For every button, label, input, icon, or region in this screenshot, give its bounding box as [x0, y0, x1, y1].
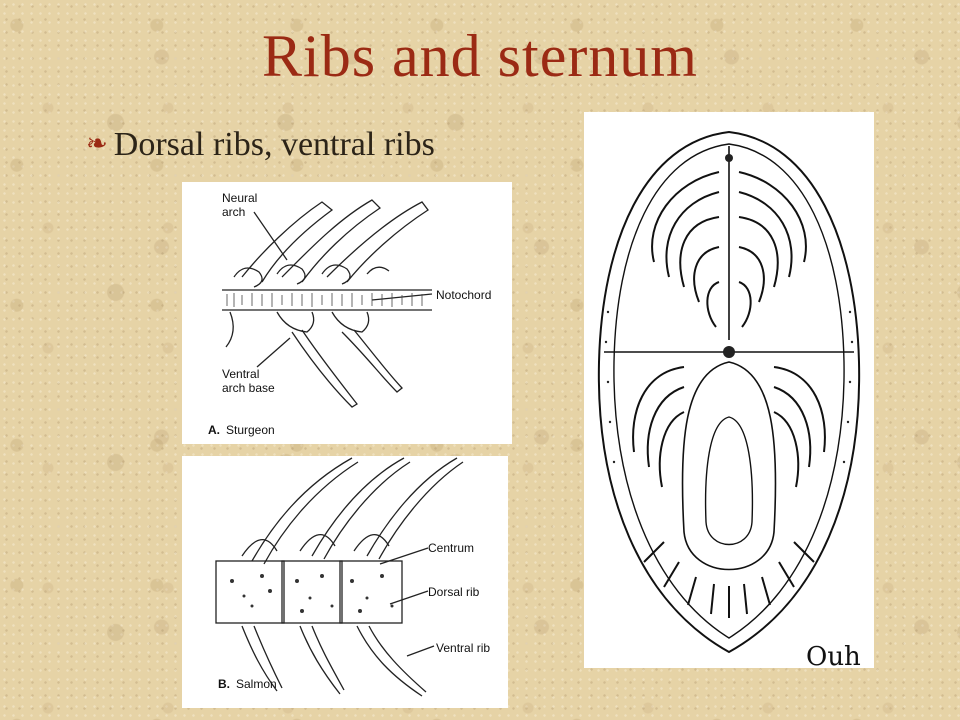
label-ventral: Ventral [222, 367, 259, 381]
figure-b-salmon: Centrum Dorsal rib Ventral rib B. Salmon [182, 456, 508, 708]
label-dorsal-rib: Dorsal rib [428, 585, 480, 599]
figure-a-sturgeon: Neural arch Notochord Ventral arch base … [182, 182, 512, 444]
label-neural: Neural [222, 191, 257, 205]
cross-section-diagram: Ouh [597, 130, 861, 668]
label-notochord: Notochord [436, 288, 491, 302]
label-arch-base: arch base [222, 381, 275, 395]
curl-bullet-icon: ❧ [86, 129, 108, 158]
label-arch: arch [222, 205, 245, 219]
caption-salmon: Salmon [236, 677, 277, 691]
bullet-item: ❧Dorsal ribs, ventral ribs [86, 126, 435, 164]
signature: Ouh [806, 642, 861, 668]
bullet-text: Dorsal ribs, ventral ribs [113, 126, 435, 163]
caption-sturgeon: Sturgeon [226, 423, 275, 437]
label-centrum: Centrum [428, 541, 474, 555]
label-ventral-rib: Ventral rib [436, 641, 490, 655]
sturgeon-diagram: Neural arch Notochord Ventral arch base … [208, 191, 491, 437]
salmon-diagram: Centrum Dorsal rib Ventral rib B. Salmon [215, 457, 490, 697]
caption-letter-b: B. [218, 677, 230, 691]
caption-letter-a: A. [208, 423, 220, 437]
figure-c-cross-section: Ouh [584, 112, 874, 668]
slide-title: Ribs and sternum [262, 23, 698, 89]
